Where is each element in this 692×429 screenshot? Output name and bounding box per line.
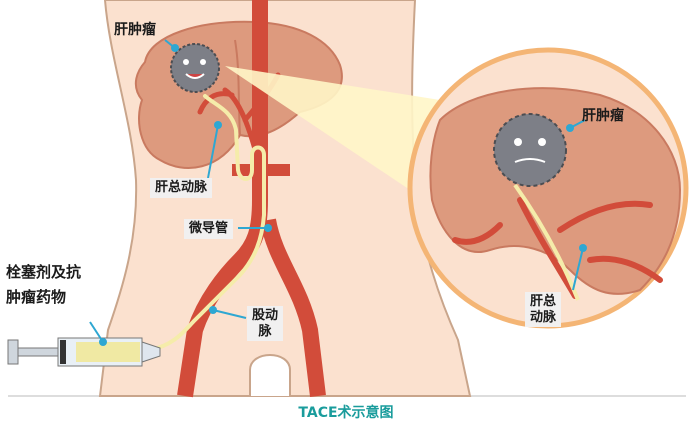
label-hepatic-artery-zoom: 肝总 动脉 xyxy=(525,292,562,328)
microcatheter-body xyxy=(148,94,266,352)
label-tumor-main: 肝肿瘤 xyxy=(114,22,156,38)
pointer-dots xyxy=(99,44,587,346)
label-hepatic-artery-zoom-line2: 动脉 xyxy=(530,309,557,325)
label-microcatheter: 微导管 xyxy=(184,219,234,239)
label-tumor-zoom: 肝肿瘤 xyxy=(582,108,624,124)
tumor-main xyxy=(170,43,220,93)
liver-lobe-line xyxy=(234,39,241,136)
caption: TACE术示意图 xyxy=(298,405,394,421)
label-drug-line2: 肿瘤药物 xyxy=(6,288,67,307)
iliac-right xyxy=(260,218,326,397)
label-hepatic-artery-zoom-line1: 肝总 xyxy=(530,294,557,309)
label-drug: 栓塞剂及抗 肿瘤药物 xyxy=(6,263,82,307)
label-femoral-artery: 股动 脉 xyxy=(247,306,284,342)
syringe xyxy=(7,337,161,367)
renal-branch xyxy=(232,164,290,176)
label-drug-line1: 栓塞剂及抗 xyxy=(6,263,82,281)
label-hepatic-artery-main: 肝总动脉 xyxy=(150,178,213,198)
zoom-beam xyxy=(225,66,440,200)
label-femoral-artery-line1: 股动 xyxy=(252,308,279,323)
groin-outline xyxy=(249,354,291,396)
zoom-circle xyxy=(407,47,689,329)
label-femoral-artery-line2: 脉 xyxy=(258,323,272,339)
